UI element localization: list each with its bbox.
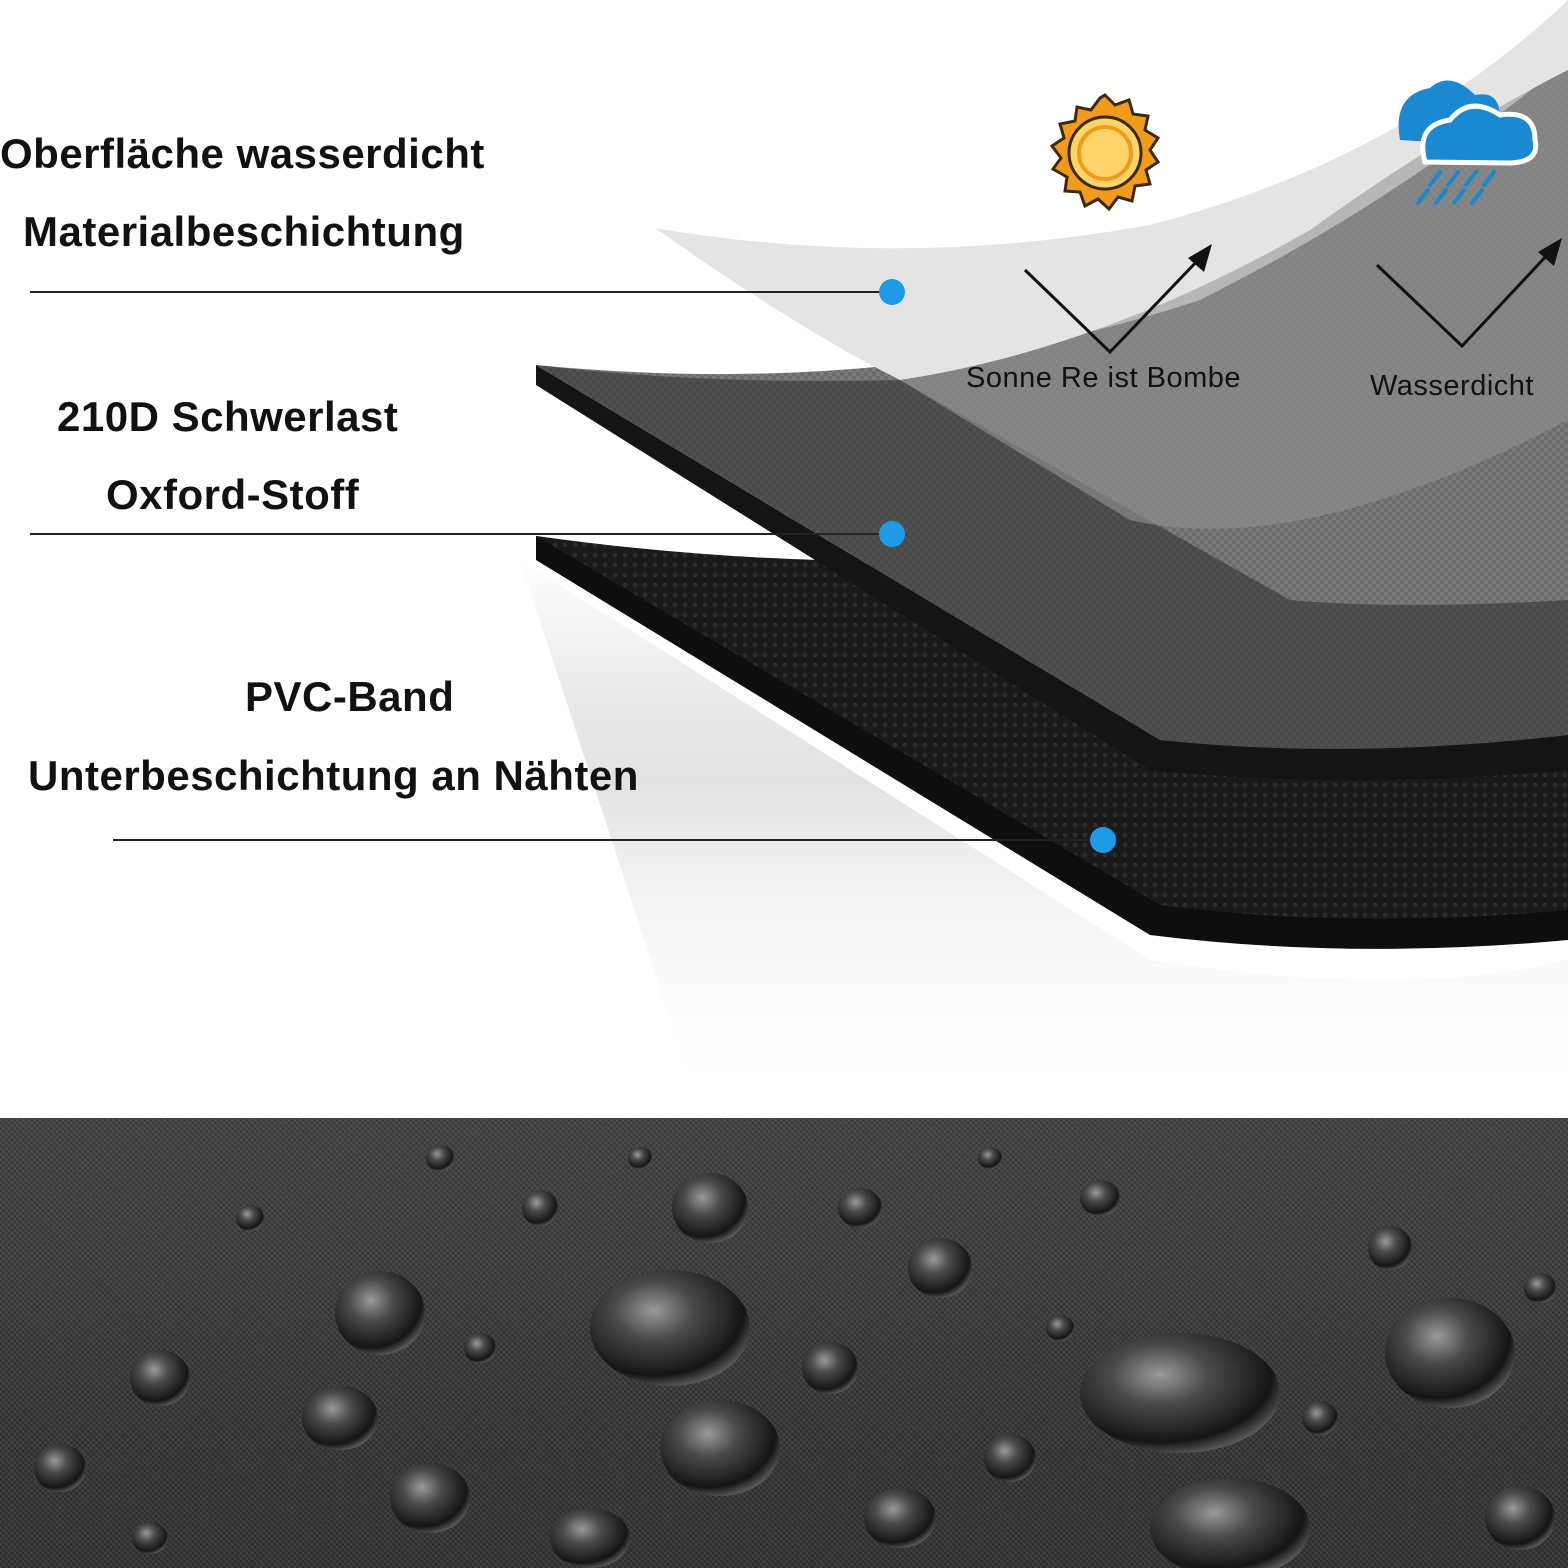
reflect-arrow-icon [1023, 244, 1212, 355]
caption-rain: Wasserdicht [1370, 370, 1534, 402]
marker-dot-mid [879, 521, 905, 547]
label-oxford-line2: Oxford-Stoff [106, 471, 360, 518]
layer-shadow [520, 560, 1568, 1110]
marker-dot-bottom [1090, 827, 1116, 853]
water-droplets [34, 1145, 1556, 1568]
rain-cloud-icon [1398, 80, 1539, 205]
marker-dot-top [879, 279, 905, 305]
fabric-layers-diagram [30, 0, 1568, 1110]
label-coating-line1: Oberfläche wasserdicht [0, 130, 485, 177]
label-oxford-line1: 210D Schwerlast [57, 393, 399, 440]
caption-sun: Sonne Re ist Bombe [966, 362, 1241, 394]
layer-coating-underside [900, 70, 1568, 529]
label-pvc-line2: Unterbeschichtung an Nähten [28, 752, 639, 799]
layer-oxford-edge [536, 365, 1568, 780]
fabric-water-droplets-photo [0, 1118, 1568, 1568]
reflect-arrow-icon [1375, 238, 1562, 349]
label-pvc-line1: PVC-Band [245, 673, 455, 720]
label-coating-line2: Materialbeschichtung [23, 208, 465, 255]
sun-icon [1049, 93, 1161, 212]
layer-oxford-shade [536, 365, 1568, 749]
